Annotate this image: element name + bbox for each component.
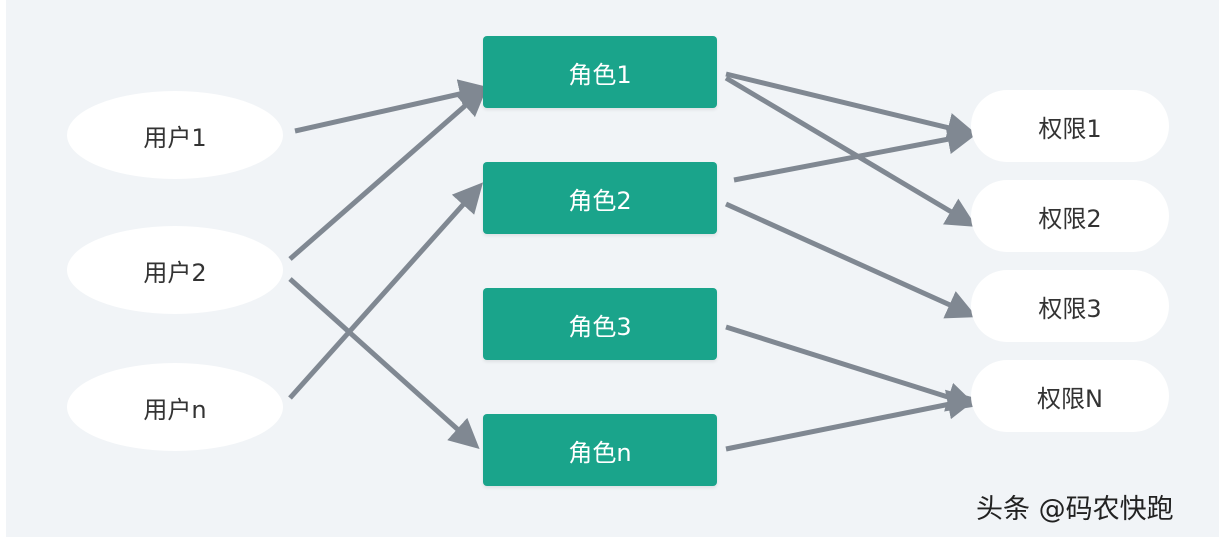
permission-node-label: 权限1 <box>1038 114 1102 143</box>
permission-node-1: 权限1 <box>971 90 1169 162</box>
role-node-label: 角色n <box>568 438 632 467</box>
role-node-label: 角色1 <box>568 60 632 89</box>
role-node-n: 角色n <box>483 414 717 486</box>
role-node-2: 角色2 <box>483 162 717 234</box>
permission-node-label: 权限2 <box>1038 204 1102 233</box>
user-node-n: 用户n <box>67 363 283 451</box>
permission-node-3: 权限3 <box>971 270 1169 342</box>
role-node-3: 角色3 <box>483 288 717 360</box>
edge-r2-p1 <box>733 124 978 183</box>
permission-node-label: 权限N <box>1037 384 1103 413</box>
role-node-label: 角色3 <box>568 312 632 341</box>
edge-r1-p1 <box>725 71 978 143</box>
permission-node-n: 权限N <box>971 360 1169 432</box>
permission-node-2: 权限2 <box>971 180 1169 252</box>
edge-rn-pn <box>725 389 978 452</box>
edge-u1-r1 <box>294 79 490 134</box>
edge-un-r2 <box>288 182 484 400</box>
source-watermark: 头条 @码农快跑 <box>976 494 1174 525</box>
user-node-label: 用户1 <box>143 123 207 152</box>
edge-r3-pn <box>725 324 978 412</box>
role-node-1: 角色1 <box>483 36 717 108</box>
edge-r2-p3 <box>724 201 977 319</box>
user-node-label: 用户n <box>143 395 207 424</box>
edge-r1-p2 <box>724 75 977 227</box>
permission-node-label: 权限3 <box>1038 294 1102 323</box>
user-node-1: 用户1 <box>67 91 283 179</box>
role-node-label: 角色2 <box>568 186 632 215</box>
edge-u2-rn <box>288 277 480 450</box>
edge-u2-r1 <box>288 86 488 261</box>
user-node-label: 用户2 <box>143 258 207 287</box>
user-node-2: 用户2 <box>67 226 283 314</box>
